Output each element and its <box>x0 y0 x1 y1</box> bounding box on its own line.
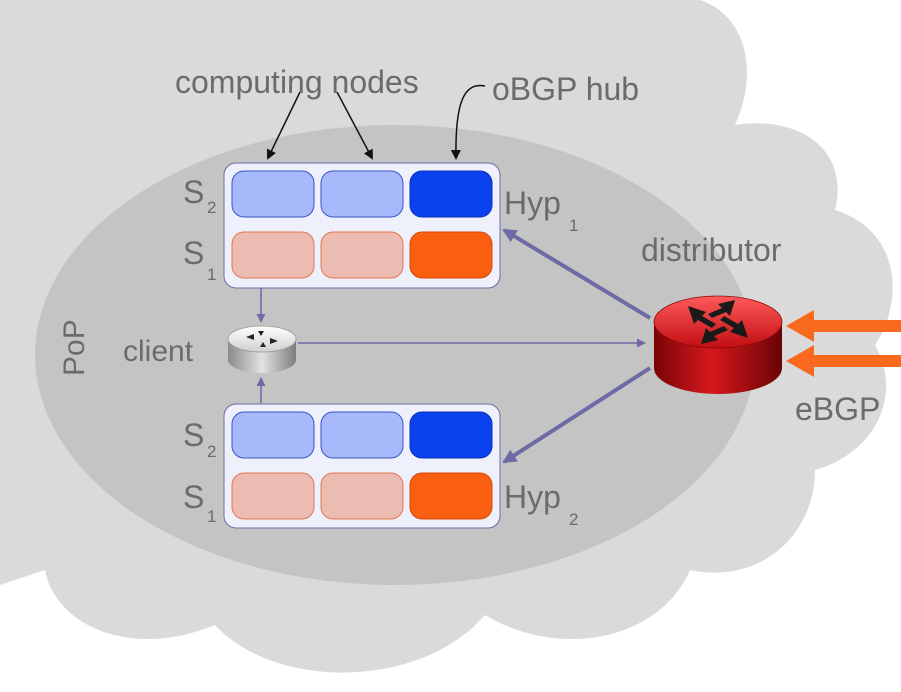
arrow-to-node-1 <box>266 91 301 160</box>
links <box>256 228 652 464</box>
svg-text:2: 2 <box>207 442 216 461</box>
computing-node <box>231 472 315 520</box>
pop-region <box>35 125 755 585</box>
svg-text:1: 1 <box>207 507 216 526</box>
row-label-s2-hyp2: S 2 <box>183 417 216 461</box>
ebgp-label: eBGP <box>795 391 880 427</box>
hypervisor-1 <box>223 162 501 289</box>
row-label-s1-hyp1: S 1 <box>183 235 216 284</box>
obgp-hub-node <box>409 472 493 520</box>
annotation-arrows <box>266 84 486 160</box>
obgp-hub-node <box>409 170 493 218</box>
svg-text:S: S <box>183 235 204 271</box>
computing-node <box>320 411 404 459</box>
client-label: client <box>123 335 194 368</box>
svg-text:Hyp: Hyp <box>504 185 561 221</box>
computing-node <box>320 472 404 520</box>
hyp2-label: Hyp 2 <box>504 479 578 529</box>
link-distributor-to-hyp1 <box>502 228 652 320</box>
computing-node <box>231 231 315 279</box>
computing-node <box>231 170 315 218</box>
svg-text:S: S <box>183 174 204 210</box>
distributor-label: distributor <box>641 232 782 268</box>
row-label-s1-hyp2: S 1 <box>183 479 216 526</box>
ebgp-arrow-2 <box>786 345 901 377</box>
computing-nodes-label: computing nodes <box>175 64 419 100</box>
svg-text:1: 1 <box>207 265 216 284</box>
link-distributor-to-hyp2 <box>502 366 652 464</box>
client-router-icon <box>227 325 297 373</box>
arrow-to-obgp-hub <box>450 84 486 160</box>
row-label-s2-hyp1: S 2 <box>183 174 216 217</box>
svg-text:1: 1 <box>569 216 578 235</box>
svg-text:2: 2 <box>569 510 578 529</box>
computing-node <box>231 411 315 459</box>
computing-node <box>320 231 404 279</box>
arrow-to-node-2 <box>336 91 373 160</box>
hyp1-label: Hyp 1 <box>504 185 578 235</box>
ebgp-arrow-1 <box>786 310 901 342</box>
obgp-hub-label: oBGP hub <box>492 71 639 107</box>
svg-text:Hyp: Hyp <box>504 479 561 515</box>
svg-text:S: S <box>183 479 204 515</box>
svg-text:2: 2 <box>207 198 216 217</box>
obgp-hub-node <box>409 411 493 459</box>
svg-text:S: S <box>183 417 204 453</box>
pop-label: PoP <box>58 319 91 376</box>
distributor-router-icon <box>653 295 783 394</box>
ebgp-arrows <box>786 310 901 377</box>
computing-node <box>320 170 404 218</box>
obgp-hub-node <box>409 231 493 279</box>
hypervisor-2 <box>223 403 501 529</box>
